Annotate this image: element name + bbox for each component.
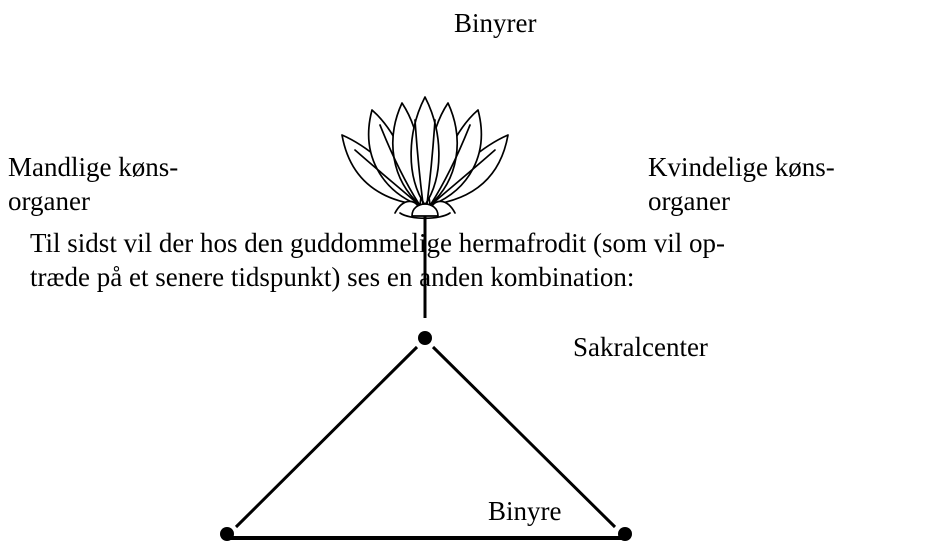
bottom-edge-label: Binyre — [488, 496, 562, 526]
body-paragraph-line-1: Til sidst vil der hos den guddommelige h… — [30, 228, 725, 258]
node-bottom-right — [618, 527, 632, 541]
body-paragraph-line-2: træde på et senere tidspunkt) ses en and… — [30, 262, 635, 292]
left-label-line-1: Mandlige køns- — [8, 152, 179, 182]
left-label: Mandlige køns- organer — [8, 150, 178, 218]
triangle-edge-right — [431, 345, 617, 529]
triangle-edge-left — [234, 345, 419, 529]
lotus-flower-icon — [341, 96, 509, 220]
node-top — [418, 331, 432, 345]
right-label-line-2: organer — [648, 186, 730, 216]
right-label: Kvindelige køns- organer — [648, 150, 835, 218]
node-bottom-left — [220, 527, 234, 541]
diagram-title: Binyrer — [454, 8, 537, 38]
right-label-line-1: Kvindelige køns- — [648, 152, 835, 182]
top-node-label: Sakralcenter — [573, 332, 708, 362]
body-paragraph: Til sidst vil der hos den guddommelige h… — [30, 226, 725, 294]
left-label-line-2: organer — [8, 186, 90, 216]
